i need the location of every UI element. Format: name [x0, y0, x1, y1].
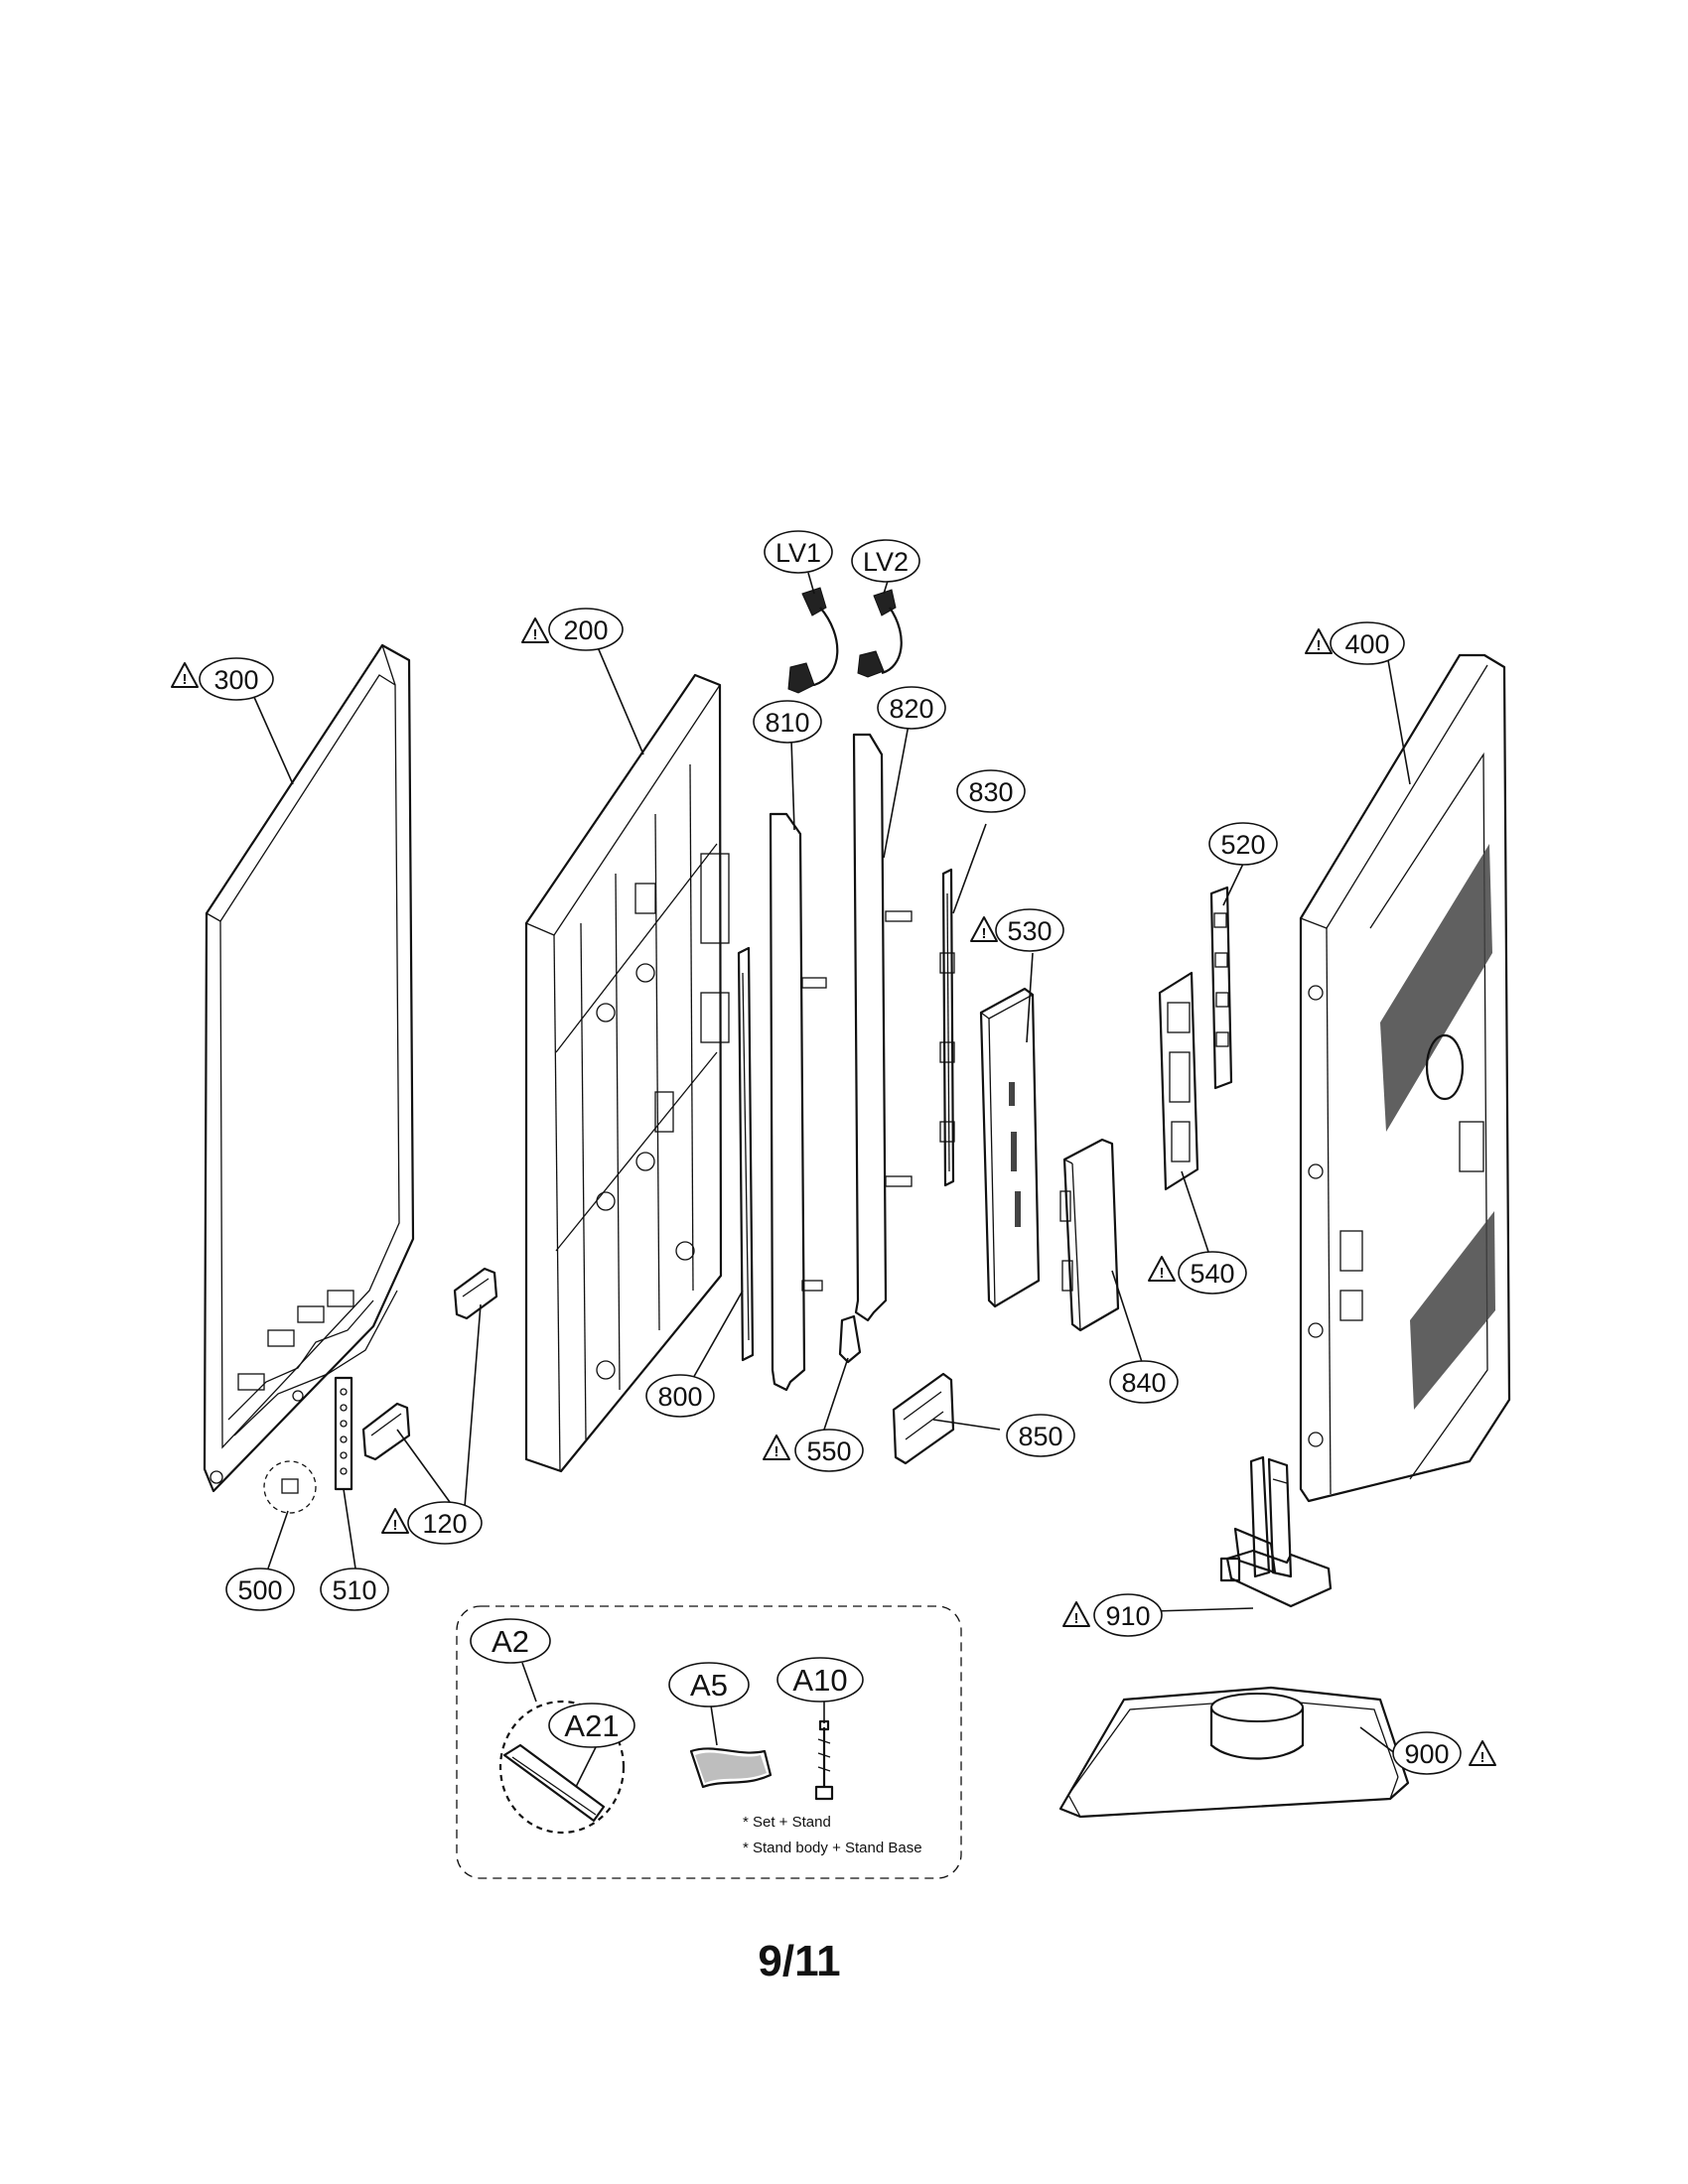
part-540-main-board — [1158, 971, 1199, 1191]
part-530-power-board — [979, 987, 1041, 1308]
part-400-back-cover — [1299, 653, 1511, 1503]
accessory-group — [456, 1605, 962, 1879]
callout-800: 800 — [645, 1374, 715, 1418]
part-500-ir-receiver — [263, 1460, 317, 1514]
warning-icon-200: ! — [521, 617, 549, 643]
part-520-av-board — [1209, 886, 1233, 1090]
svg-text:120: 120 — [422, 1509, 467, 1539]
part-810-bracket — [769, 812, 827, 1392]
note-set-stand: * Set + Stand — [743, 1814, 831, 1831]
note-stand-body-base: * Stand body + Stand Base — [743, 1840, 922, 1856]
callout-540: 540 — [1178, 1251, 1247, 1295]
svg-text:520: 520 — [1220, 830, 1265, 860]
callout-400: 400 — [1330, 621, 1405, 665]
svg-text:510: 510 — [332, 1575, 376, 1605]
warning-icon-530: ! — [970, 916, 998, 942]
svg-text:830: 830 — [968, 777, 1013, 807]
svg-text:900: 900 — [1404, 1739, 1449, 1769]
svg-text:840: 840 — [1121, 1368, 1166, 1398]
part-120-speakers — [361, 1267, 498, 1461]
warning-icon-900: ! — [1469, 1740, 1496, 1766]
warning-icon-910: ! — [1062, 1601, 1090, 1627]
callout-labels: LV1 LV2 300 200 400 810 820 830 — [199, 530, 1462, 1775]
svg-text:LV1: LV1 — [775, 538, 821, 568]
part-300-front-cabinet — [203, 643, 415, 1493]
callout-910: 910 — [1093, 1593, 1163, 1637]
svg-text:820: 820 — [889, 694, 933, 724]
part-910-stand-body — [1219, 1455, 1333, 1608]
svg-text:300: 300 — [213, 665, 258, 695]
warning-icon-400: ! — [1305, 628, 1333, 654]
page-number: 9/11 — [758, 1937, 840, 1985]
callout-a21: A21 — [548, 1703, 635, 1748]
svg-text:530: 530 — [1007, 916, 1052, 946]
warning-icon-540: ! — [1148, 1256, 1176, 1282]
part-850-bracket — [892, 1372, 955, 1465]
callout-300: 300 — [199, 657, 274, 701]
svg-text:!: ! — [183, 671, 188, 688]
svg-text:910: 910 — [1105, 1601, 1150, 1631]
part-lv-cables — [787, 587, 903, 694]
part-510-key-board — [334, 1376, 353, 1491]
callout-810: 810 — [753, 700, 822, 744]
svg-text:200: 200 — [563, 615, 608, 645]
callout-200: 200 — [548, 608, 624, 651]
svg-text:!: ! — [982, 925, 987, 942]
warning-icon-550: ! — [763, 1434, 790, 1460]
callout-850: 850 — [1006, 1414, 1075, 1457]
callout-500: 500 — [225, 1568, 295, 1611]
callout-820: 820 — [877, 686, 946, 730]
svg-text:!: ! — [1160, 1265, 1165, 1282]
svg-text:A21: A21 — [564, 1708, 619, 1743]
svg-text:A10: A10 — [792, 1663, 847, 1698]
svg-text:810: 810 — [765, 708, 809, 738]
callout-840: 840 — [1109, 1360, 1179, 1404]
svg-text:400: 400 — [1344, 629, 1389, 659]
part-550-clip — [838, 1314, 862, 1364]
svg-text:!: ! — [533, 626, 538, 643]
callout-900: 900 — [1392, 1731, 1462, 1775]
svg-text:550: 550 — [806, 1436, 851, 1466]
svg-text:500: 500 — [237, 1575, 282, 1605]
callout-a10: A10 — [776, 1657, 864, 1703]
svg-text:850: 850 — [1018, 1422, 1062, 1451]
part-840-shield — [1059, 1138, 1120, 1332]
warning-icon-120: ! — [381, 1508, 409, 1534]
part-900-stand-base — [1058, 1686, 1410, 1819]
svg-text:A2: A2 — [492, 1624, 529, 1659]
warning-icons: ! ! ! ! ! ! ! ! — [171, 617, 1496, 1766]
leader-lines — [252, 572, 1411, 1788]
callout-520: 520 — [1208, 822, 1278, 866]
svg-text:LV2: LV2 — [863, 547, 909, 577]
callout-a2: A2 — [470, 1618, 551, 1664]
svg-text:!: ! — [1317, 637, 1322, 654]
part-830-board — [939, 868, 955, 1187]
callout-830: 830 — [956, 769, 1026, 813]
callout-510: 510 — [320, 1568, 389, 1611]
part-820-bracket — [852, 733, 913, 1322]
callout-530: 530 — [995, 908, 1064, 952]
callout-lv2: LV2 — [851, 539, 920, 583]
svg-text:!: ! — [393, 1517, 398, 1534]
callout-120: 120 — [407, 1501, 483, 1545]
svg-text:!: ! — [1074, 1610, 1079, 1627]
svg-text:!: ! — [1480, 1749, 1485, 1766]
accessory-notes: * Set + Stand * Stand body + Stand Base — [743, 1814, 922, 1856]
svg-text:540: 540 — [1190, 1259, 1234, 1289]
svg-text:!: ! — [774, 1443, 779, 1460]
callout-550: 550 — [794, 1429, 864, 1472]
part-200-lcd-module — [524, 673, 730, 1473]
svg-text:800: 800 — [657, 1382, 702, 1412]
svg-text:A5: A5 — [690, 1668, 728, 1703]
callout-lv1: LV1 — [764, 530, 833, 574]
callout-a5: A5 — [668, 1662, 750, 1707]
warning-icon-300: ! — [171, 662, 199, 688]
part-800-board — [737, 946, 755, 1362]
